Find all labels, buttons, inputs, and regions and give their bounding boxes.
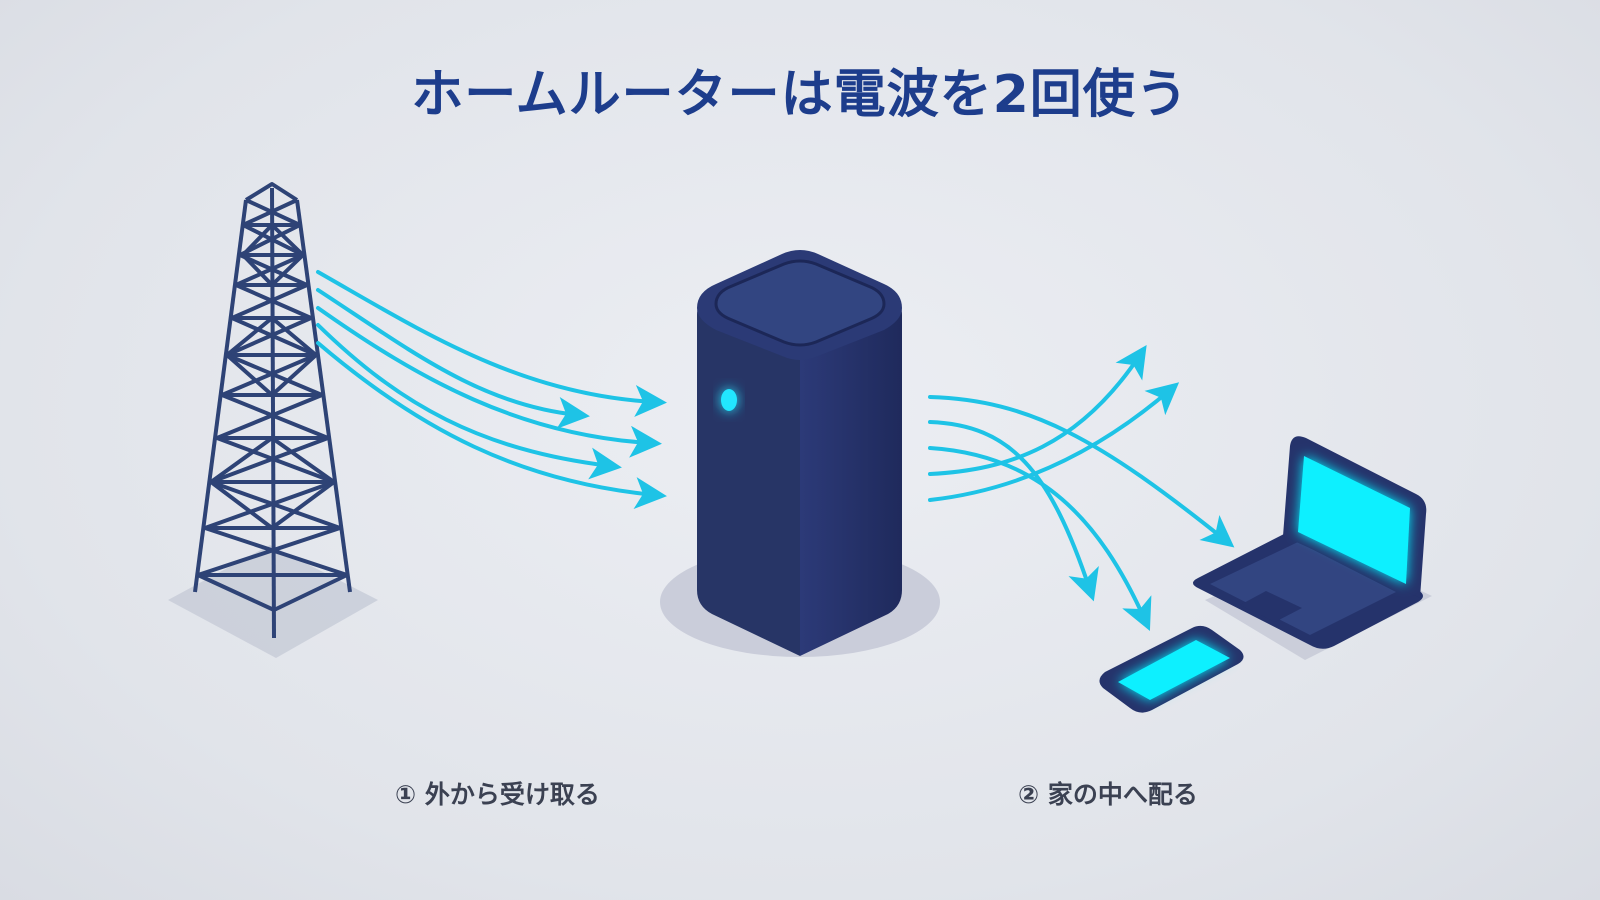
smartphone-icon (1099, 625, 1244, 713)
outgoing-signal-waves (928, 345, 1235, 631)
incoming-signal-waves (316, 270, 667, 510)
cell-tower-icon (168, 182, 378, 658)
diagram-title: ホームルーターは電波を2回使う (411, 65, 1189, 125)
home-router-icon (660, 250, 940, 657)
step-1-caption: ① 外から受け取る (395, 780, 600, 809)
step-2-caption: ② 家の中へ配る (1018, 780, 1198, 809)
laptop-icon (1193, 436, 1432, 660)
